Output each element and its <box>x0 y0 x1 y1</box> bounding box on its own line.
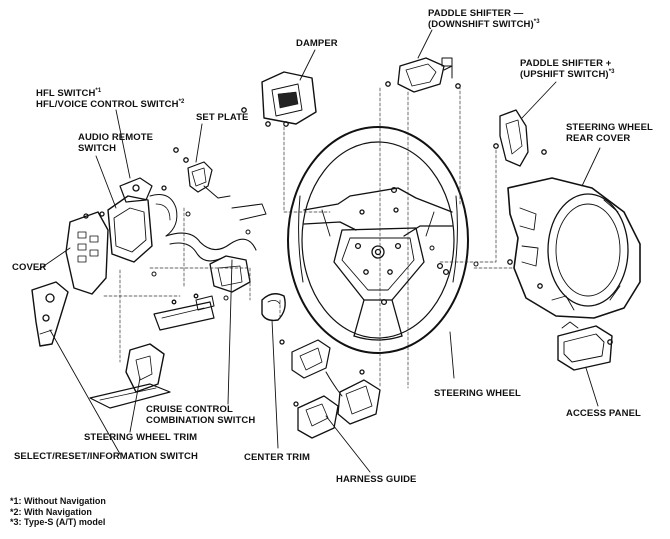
label-damper: DAMPER <box>296 38 338 49</box>
label-hfl-voice-line: HFL/VOICE CONTROL SWITCH*2 <box>36 99 184 110</box>
label-access-panel-text: ACCESS PANEL <box>566 408 641 419</box>
footnote-1: *1: Without Navigation <box>10 496 106 506</box>
label-harness-guide-text: HARNESS GUIDE <box>336 474 417 485</box>
label-paddle-down-note: *3 <box>533 19 540 25</box>
label-audio-remote-switch: AUDIO REMOTE SWITCH <box>78 132 153 154</box>
label-hfl-switch-text: HFL SWITCH <box>36 88 96 99</box>
label-rear-cover-line2: REAR COVER <box>566 133 631 144</box>
label-center-trim: CENTER TRIM <box>244 452 310 463</box>
label-audio-remote-line2: SWITCH <box>78 143 117 154</box>
access-panel-part <box>557 321 613 371</box>
label-steering-wheel: STEERING WHEEL <box>434 388 521 399</box>
label-hfl-voice-note: *2 <box>178 99 185 105</box>
steering-wheel-rear-cover-part <box>507 177 641 319</box>
label-center-trim-text: CENTER TRIM <box>244 452 311 463</box>
label-paddle-down-line2: (DOWNSHIFT SWITCH)*3 <box>428 19 540 30</box>
label-set-plate-text: SET PLATE <box>196 112 249 123</box>
label-cruise-line2: COMBINATION SWITCH <box>146 415 256 426</box>
harness-guide-part <box>279 339 381 439</box>
label-paddle-up-line1: PADDLE SHIFTER + <box>520 58 612 69</box>
label-select-reset-switch: SELECT/RESET/INFORMATION SWITCH <box>14 451 198 462</box>
label-damper-text: DAMPER <box>296 38 338 49</box>
label-hfl-switch-note: *1 <box>95 88 102 94</box>
set-plate-part <box>187 161 267 221</box>
steering-wheel-trim-part <box>89 293 215 409</box>
wire-harness-part <box>165 232 257 311</box>
label-harness-guide: HARNESS GUIDE <box>336 474 416 485</box>
label-rear-cover: STEERING WHEEL REAR COVER <box>566 122 653 144</box>
label-cover: COVER <box>12 262 46 273</box>
leader-lines <box>37 29 601 473</box>
label-steering-wheel-trim-text: STEERING WHEEL TRIM <box>84 432 198 443</box>
label-select-reset-text: SELECT/RESET/INFORMATION SWITCH <box>14 451 198 462</box>
assembly-lines <box>103 85 513 389</box>
label-steering-wheel-trim: STEERING WHEEL TRIM <box>84 432 197 443</box>
label-rear-cover-line1: STEERING WHEEL <box>566 122 653 133</box>
select-reset-switch-part <box>31 281 69 347</box>
label-paddle-up-line2-text: (UPSHIFT SWITCH) <box>520 69 609 80</box>
label-paddle-shifter-down: PADDLE SHIFTER — (DOWNSHIFT SWITCH)*3 <box>428 8 540 30</box>
paddle-shifter-up-part <box>493 109 547 167</box>
label-paddle-up-line2: (UPSHIFT SWITCH)*3 <box>520 69 615 80</box>
footnote-2: *2: With Navigation <box>10 506 92 517</box>
audio-remote-switch-part <box>107 147 189 263</box>
label-cruise-control: CRUISE CONTROL COMBINATION SWITCH <box>146 404 255 426</box>
label-paddle-shifter-up: PADDLE SHIFTER + (UPSHIFT SWITCH)*3 <box>520 58 615 80</box>
label-audio-remote-line1: AUDIO REMOTE <box>78 132 154 143</box>
label-cruise-line1: CRUISE CONTROL <box>146 404 233 415</box>
label-paddle-down-line2-text: (DOWNSHIFT SWITCH) <box>428 19 534 30</box>
footnotes: *1: Without Navigation *2: With Navigati… <box>10 496 106 528</box>
label-hfl-switch: HFL SWITCH*1 HFL/VOICE CONTROL SWITCH*2 <box>36 88 184 110</box>
fasteners <box>151 211 479 301</box>
label-cover-text: COVER <box>12 262 47 273</box>
label-paddle-down-line1: PADDLE SHIFTER — <box>428 8 524 19</box>
damper-part <box>241 71 317 127</box>
label-steering-wheel-text: STEERING WHEEL <box>434 388 521 399</box>
paddle-shifter-down-part <box>385 57 461 93</box>
label-hfl-switch-line: HFL SWITCH*1 <box>36 88 184 99</box>
label-paddle-up-note: *3 <box>608 69 615 75</box>
center-trim-part <box>261 293 286 322</box>
footnote-3: *3: Type-S (A/T) model <box>10 517 106 527</box>
label-hfl-voice-text: HFL/VOICE CONTROL SWITCH <box>36 99 179 110</box>
steering-wheel-part <box>287 126 469 354</box>
cover-part <box>65 211 109 295</box>
label-access-panel: ACCESS PANEL <box>566 408 641 419</box>
label-set-plate: SET PLATE <box>196 112 248 123</box>
